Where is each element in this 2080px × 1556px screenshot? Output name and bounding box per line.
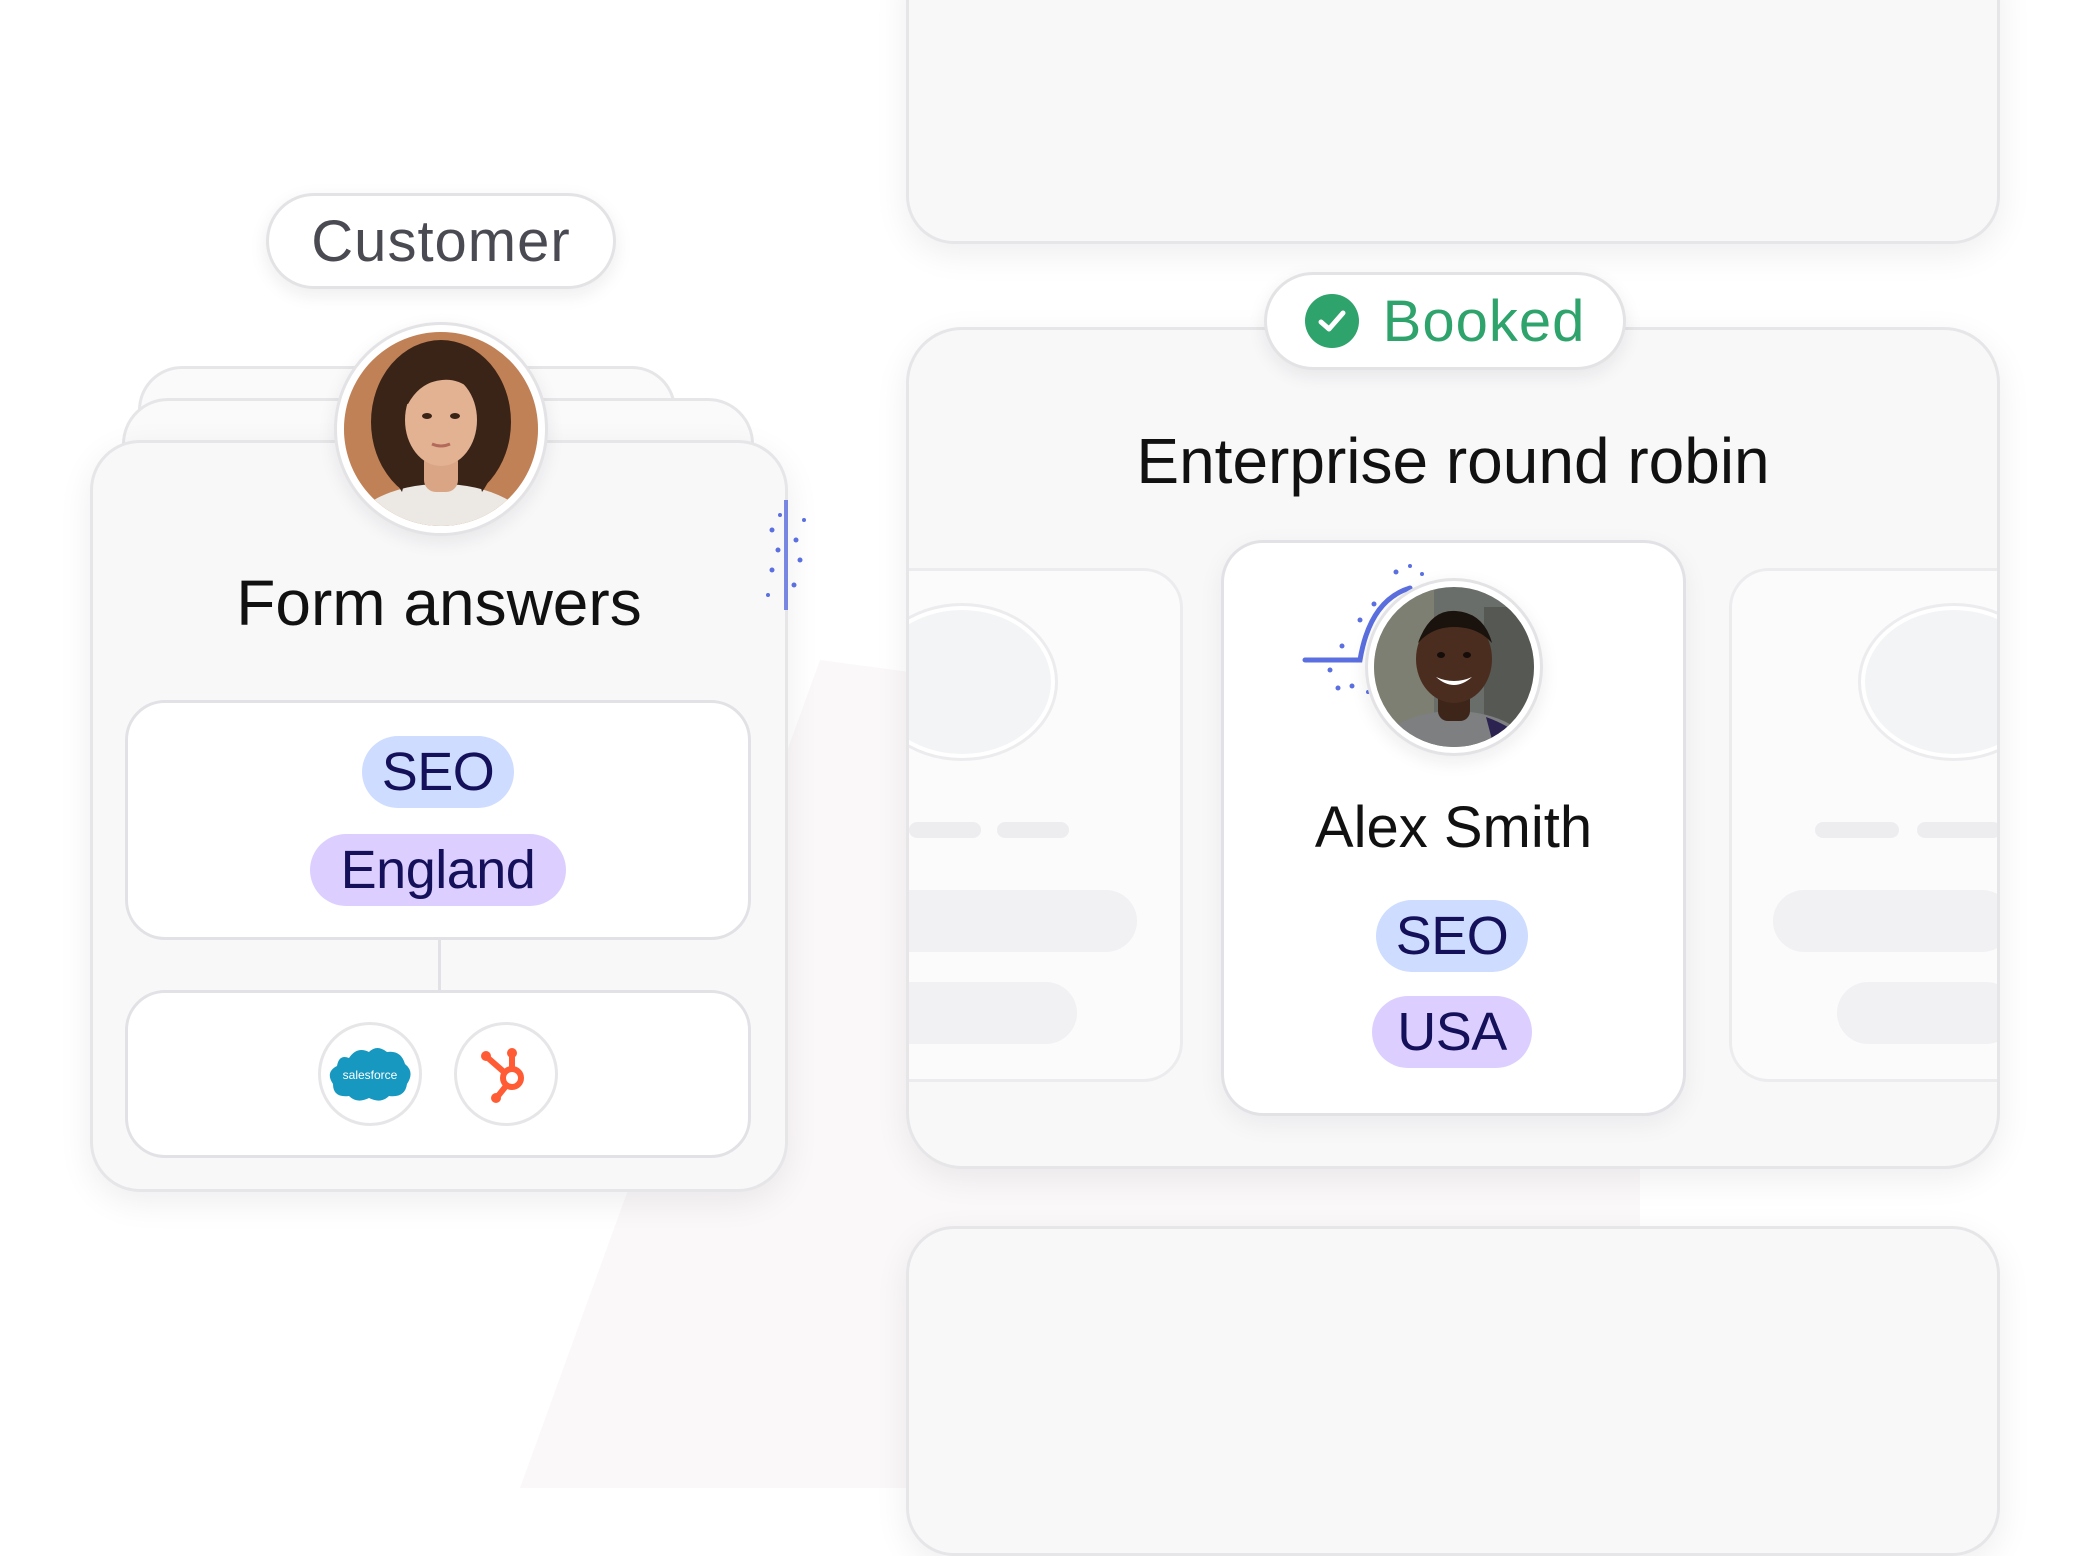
form-tag-seo: SEO xyxy=(362,736,514,808)
check-circle-icon xyxy=(1304,294,1359,348)
hubspot-icon xyxy=(481,1048,524,1103)
round-robin-title: Enterprise round robin xyxy=(1136,425,1770,497)
ghost-pill-left-2 xyxy=(909,982,1077,1044)
ghost-pill-right-2 xyxy=(1837,982,1997,1044)
inner-connector xyxy=(438,940,441,990)
ghost-pill-right-1 xyxy=(1773,890,1997,952)
ghost-bar-left-1 xyxy=(909,822,981,838)
ghost-avatar-left xyxy=(909,606,1055,758)
customer-label-text: Customer xyxy=(311,208,571,274)
ghost-bar-left-2 xyxy=(997,822,1069,838)
booked-status-text: Booked xyxy=(1382,288,1586,354)
ghost-pill-left-1 xyxy=(909,890,1137,952)
connector-main xyxy=(800,564,1424,694)
customer-avatar xyxy=(334,322,548,536)
customer-label: Customer xyxy=(266,193,616,289)
ghost-bar-right-1 xyxy=(1815,822,1899,838)
form-tag-england: England xyxy=(310,834,566,906)
form-answers-title: Form answers xyxy=(236,567,642,639)
ghost-bar-right-2 xyxy=(1917,822,1997,838)
bottom-card xyxy=(906,1226,2000,1556)
salesforce-wordmark: salesforce xyxy=(343,1068,398,1082)
salesforce-logo[interactable]: salesforce xyxy=(318,1022,422,1126)
host-tag-seo: SEO xyxy=(1376,900,1528,972)
salesforce-icon: salesforce xyxy=(329,1048,411,1101)
host-avatar xyxy=(1365,578,1543,756)
host-name: Alex Smith xyxy=(1314,795,1593,860)
integrations-card xyxy=(125,990,751,1158)
customer-photo xyxy=(344,332,538,526)
host-photo xyxy=(1374,587,1534,747)
booked-status-badge: Booked xyxy=(1264,272,1626,370)
hubspot-logo[interactable] xyxy=(454,1022,558,1126)
connector-top xyxy=(577,437,806,610)
top-card xyxy=(906,0,2000,244)
host-tag-usa: USA xyxy=(1372,996,1532,1068)
